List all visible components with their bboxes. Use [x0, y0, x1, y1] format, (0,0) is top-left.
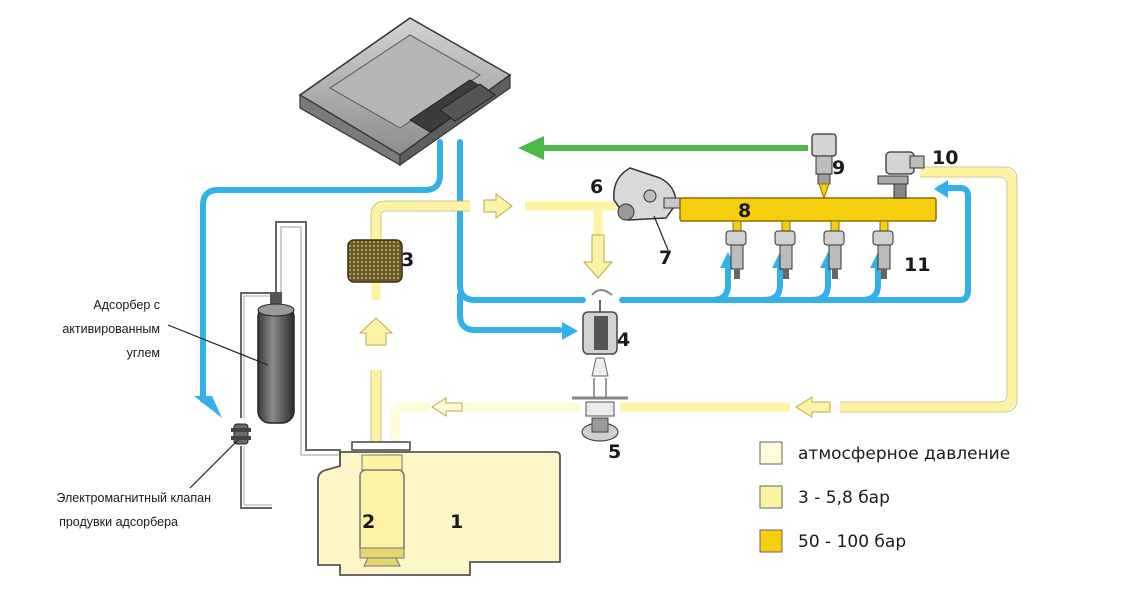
legend: атмосферное давление 3 - 5,8 бар 50 - 10…	[759, 441, 1010, 553]
injectors	[725, 220, 894, 279]
legend-item-low-pressure: 3 - 5,8 бар	[759, 485, 890, 509]
adsorber-note-line-1: Адсорбер с	[93, 298, 160, 312]
pressure-regulator	[582, 289, 618, 377]
valve-note-line-1: Электромагнитный клапан	[56, 491, 211, 505]
label-5: 5	[608, 441, 621, 463]
injector-1	[725, 220, 747, 279]
fuel-filter	[347, 239, 403, 283]
label-1: 1	[450, 511, 463, 533]
legend-item-atmospheric: атмосферное давление	[759, 441, 1010, 465]
injector-2	[774, 220, 796, 279]
return-line	[390, 166, 1018, 455]
label-9: 9	[832, 157, 845, 179]
rail-pressure-sensor	[811, 133, 837, 200]
pressure-control-valve	[877, 151, 925, 199]
label-11: 11	[904, 254, 930, 276]
adsorber-canister	[240, 221, 345, 470]
legend-label-high-pressure: 50 - 100 бар	[798, 532, 906, 552]
return-signal-arrow	[518, 136, 808, 160]
annotation-leaders	[167, 324, 269, 489]
purge-valve	[231, 423, 272, 509]
label-2: 2	[362, 511, 375, 533]
label-7: 7	[659, 247, 672, 269]
fuel-tank	[317, 441, 561, 576]
high-pressure-pump	[613, 167, 685, 221]
signal-wires	[200, 139, 971, 403]
legend-label-atmospheric: атмосферное давление	[798, 444, 1010, 464]
ecu-control-unit	[298, 17, 512, 167]
label-10: 10	[932, 147, 958, 169]
fuel-rail	[653, 197, 937, 251]
adsorber-note-line-2: активированным	[62, 322, 160, 336]
label-3: 3	[401, 249, 414, 271]
component-numbers: 1 2 3 4 5 6 7 8 9 10 11	[362, 147, 958, 533]
legend-item-high-pressure: 50 - 100 бар	[759, 529, 906, 553]
low-pressure-arrows	[358, 193, 614, 346]
injector-4	[872, 220, 894, 279]
low-pressure-outline	[370, 200, 470, 455]
label-6: 6	[590, 176, 603, 198]
adsorber-note-line-3: углем	[127, 346, 160, 360]
low-pressure-sensor	[572, 378, 628, 442]
valve-note: Электромагнитный клапан продувки адсорбе…	[56, 491, 211, 529]
injector-3	[823, 220, 845, 279]
signal-arrowheads	[194, 180, 948, 418]
legend-label-low-pressure: 3 - 5,8 бар	[798, 488, 890, 508]
adsorber-note: Адсорбер с активированным углем	[62, 298, 160, 360]
valve-note-line-2: продувки адсорбера	[59, 515, 178, 529]
fuel-pump	[359, 454, 405, 567]
label-4: 4	[617, 329, 630, 351]
label-8: 8	[738, 200, 751, 222]
